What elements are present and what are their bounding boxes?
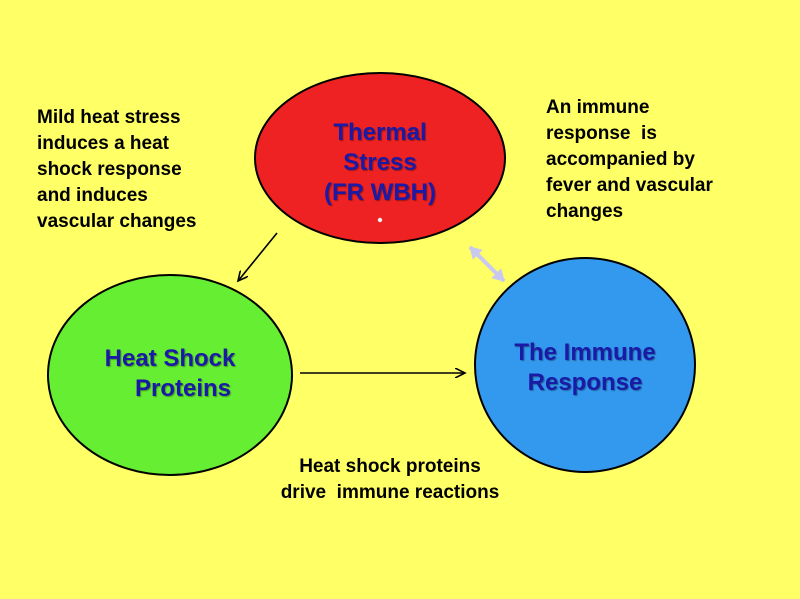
annotation-right-line-3: accompanied by	[546, 149, 695, 170]
annotation-right-line-4: fever and vascular	[546, 175, 713, 196]
heat-shock-proteins-label: Heat Shock Proteins	[70, 344, 270, 404]
thermal-stress-node	[254, 72, 506, 244]
annotation-left-line-1: Mild heat stress	[37, 107, 181, 128]
immune-line-1: The Immune	[514, 339, 656, 366]
immune-line-2: Response	[527, 369, 643, 396]
thermal-line-2: Stress	[343, 149, 417, 176]
thermal-line-3: (FR WBH)	[324, 179, 436, 206]
annotation-bottom-line-2: drive immune reactions	[280, 482, 500, 503]
annotation-left-line-5: vascular changes	[37, 211, 197, 232]
thermal-line-1: Thermal	[333, 119, 427, 146]
arrow-thermal-to-hsp	[238, 232, 278, 281]
immune-response-node	[474, 257, 696, 473]
annotation-right: An immune response is accompanied by fev…	[546, 95, 713, 225]
annotation-left-line-3: shock response	[37, 159, 182, 180]
annotation-right-line-2: response is	[546, 123, 657, 144]
heat-shock-proteins-node	[47, 274, 293, 476]
hsp-line-2: Proteins	[134, 375, 232, 402]
hsp-line-1: Heat Shock	[104, 345, 236, 372]
annotation-bottom-line-1: Heat shock proteins	[299, 456, 481, 477]
arrow-thermal-immune-bidirectional	[468, 245, 506, 283]
thermal-dot	[377, 217, 383, 223]
immune-response-label: The Immune Response	[490, 338, 680, 398]
annotation-bottom: Heat shock proteins drive immune reactio…	[240, 454, 540, 506]
annotation-right-line-5: changes	[546, 201, 624, 222]
annotation-left-line-2: induces a heat	[37, 133, 169, 154]
annotation-right-line-1: An immune	[546, 97, 650, 118]
annotation-left: Mild heat stress induces a heat shock re…	[37, 105, 196, 235]
annotation-left-line-4: and induces	[37, 185, 148, 206]
thermal-stress-label: Thermal Stress (FR WBH)	[280, 118, 480, 208]
